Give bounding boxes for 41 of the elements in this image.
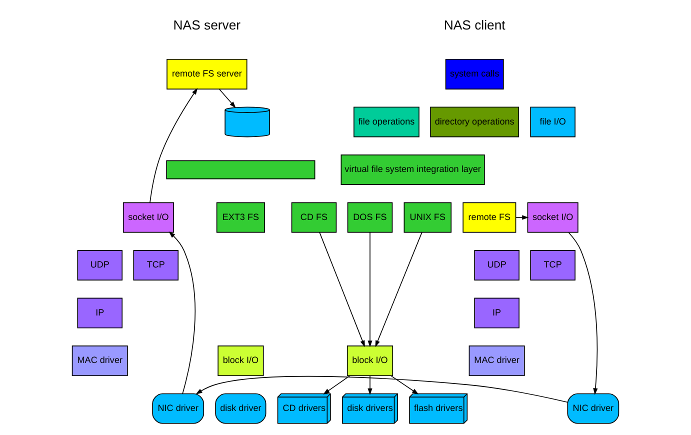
- node-box: file I/O: [530, 106, 576, 138]
- node-box: IP: [77, 298, 123, 328]
- node-box: file operations: [354, 106, 420, 138]
- node-box: socket I/O: [527, 202, 578, 233]
- arrow: [368, 232, 372, 348]
- node-box: NIC driver: [152, 393, 204, 424]
- node-box: MAC driver: [72, 346, 128, 376]
- node-box: DOS FS: [347, 202, 393, 233]
- node-box: remote FS server: [166, 58, 248, 90]
- node-box: virtual file system integration layer: [340, 154, 485, 185]
- arrow: [568, 232, 598, 395]
- node-box: socket I/O: [122, 202, 174, 233]
- node-box: UNIX FS: [404, 202, 452, 233]
- arrow: [323, 375, 350, 394]
- node-box: TCP: [530, 250, 576, 280]
- node-box: IP: [474, 298, 520, 328]
- label: NAS client: [444, 18, 506, 33]
- arrow: [168, 232, 196, 394]
- node-box: EXT3 FS: [216, 202, 265, 233]
- arrow: [516, 215, 529, 220]
- arrow: [196, 376, 568, 403]
- node-box: UDP: [77, 250, 123, 280]
- arrow: [218, 88, 236, 108]
- node-box: UDP: [474, 250, 520, 280]
- arrow: [375, 232, 422, 348]
- arrow: [319, 232, 365, 348]
- node-box: TCP: [133, 250, 179, 280]
- node-box: block I/O: [218, 346, 264, 376]
- arrow: [390, 375, 419, 394]
- node-box: directory operations: [430, 106, 520, 138]
- label: NAS server: [173, 18, 241, 33]
- node-box: system calls: [445, 58, 504, 90]
- node-box: remote FS: [462, 202, 516, 233]
- node-box: NIC driver: [567, 393, 620, 424]
- node-box: [166, 160, 316, 180]
- node-box: block I/O: [346, 346, 394, 376]
- arrow: [150, 88, 198, 203]
- arrow: [368, 375, 372, 395]
- node-box: CD FS: [291, 202, 337, 233]
- node-box: disk driver: [215, 393, 266, 424]
- node-box: MAC driver: [468, 346, 525, 376]
